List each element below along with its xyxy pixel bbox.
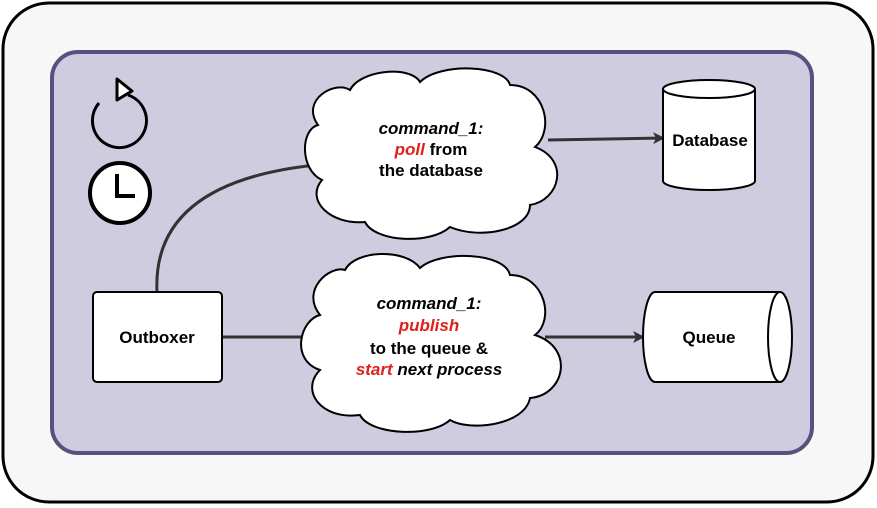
- connector-outboxer-to-poll: [155, 163, 317, 293]
- clock-icon: [88, 161, 152, 225]
- publish-verb: publish: [398, 316, 459, 335]
- database-label: Database: [672, 131, 748, 150]
- publish-cloud-line3: to the queue &: [370, 339, 488, 358]
- database-cylinder: [662, 79, 756, 191]
- outboxer-box: [92, 291, 223, 383]
- publish-cloud-line4: start next process: [356, 360, 502, 379]
- publish-cloud: [300, 253, 562, 433]
- process-area: [50, 50, 814, 455]
- refresh-icon: [91, 77, 148, 150]
- publish-line4-rest: next process: [393, 360, 503, 379]
- publish-cloud-title: command_1:: [377, 294, 482, 313]
- poll-line2-rest: from: [425, 140, 468, 159]
- connector-poll-to-database: [547, 132, 665, 145]
- outboxer-label: Outboxer: [119, 328, 195, 347]
- queue-cylinder: [642, 291, 793, 383]
- poll-cloud: [304, 67, 559, 240]
- poll-cloud-title: command_1:: [379, 119, 484, 138]
- start-verb: start: [356, 360, 394, 379]
- queue-label: Queue: [683, 328, 736, 347]
- poll-verb: poll: [394, 140, 426, 159]
- poll-cloud-line2: poll from: [394, 140, 468, 159]
- poll-cloud-line3: the database: [379, 161, 483, 180]
